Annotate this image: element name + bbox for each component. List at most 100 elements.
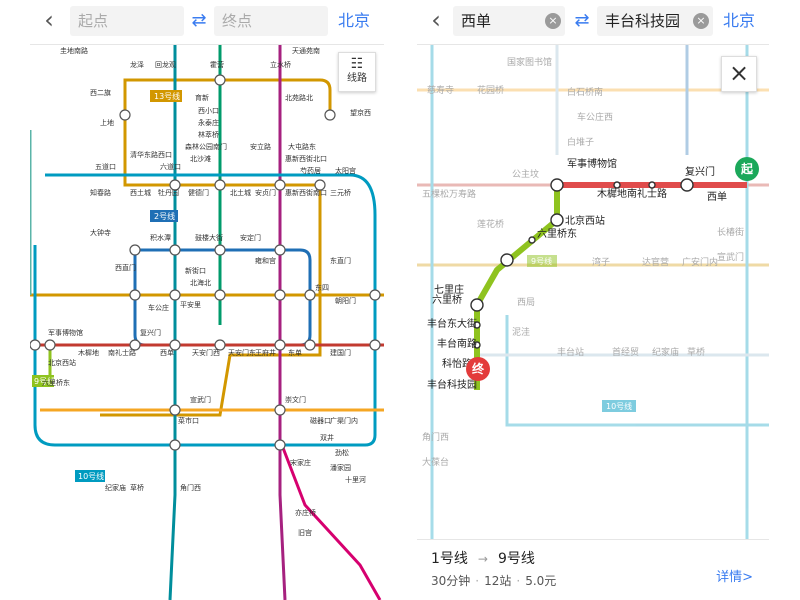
left-station-21[interactable]: 六道口 <box>160 162 181 171</box>
left-station-68[interactable]: 角门西 <box>180 483 201 492</box>
faded-station-18[interactable]: 大葆台 <box>422 456 449 468</box>
left-station-39[interactable]: 新街口 <box>185 266 206 275</box>
left-station-7[interactable]: 育新 <box>195 93 209 102</box>
destination-input[interactable]: 丰台科技园 × <box>597 6 713 36</box>
back-arrow-icon[interactable]: ‹ <box>44 6 54 34</box>
left-station-32[interactable]: 大钟寺 <box>90 228 111 237</box>
left-station-54[interactable]: 军事博物馆 <box>48 328 83 337</box>
left-station-53[interactable]: 南礼士路 <box>108 348 136 357</box>
left-station-52[interactable]: 木樨地 <box>78 348 99 357</box>
faded-station-13[interactable]: 丰台站 <box>557 346 584 358</box>
close-button[interactable]: × <box>721 56 757 92</box>
left-station-70[interactable]: 亦庄桥 <box>295 508 316 517</box>
details-link[interactable]: 详情> <box>716 570 753 585</box>
faded-station-10[interactable]: 广安门内 <box>682 256 718 268</box>
left-station-65[interactable]: 十里河 <box>345 475 366 484</box>
left-station-28[interactable]: 北土城 <box>230 188 251 197</box>
left-station-47[interactable]: 天安门西 <box>192 348 220 357</box>
faded-station-15[interactable]: 纪家庙 <box>652 346 679 358</box>
left-station-2[interactable]: 回龙观 <box>155 60 176 69</box>
left-station-5[interactable]: 天通苑南 <box>292 46 320 55</box>
left-station-40[interactable]: 车公庄 <box>148 303 169 312</box>
left-station-36[interactable]: 雍和宫 <box>255 256 276 265</box>
route-station-4[interactable]: 军事博物馆 <box>567 157 617 170</box>
route-map[interactable]: 9号线 10号线 西单复兴门南礼士路木樨地军事博物馆北京西站六里桥东六里桥七里庄… <box>417 45 769 600</box>
route-station-6[interactable]: 六里桥东 <box>537 227 577 240</box>
left-station-14[interactable]: 森林公园南门 <box>185 142 227 151</box>
left-station-10[interactable]: 上地 <box>100 118 114 127</box>
left-station-16[interactable]: 安立路 <box>250 142 271 151</box>
left-station-27[interactable]: 健德门 <box>188 188 209 197</box>
left-station-35[interactable]: 安定门 <box>240 233 261 242</box>
left-station-6[interactable]: 西二旗 <box>90 88 111 97</box>
route-station-9[interactable]: 丰台东大街 <box>427 317 477 330</box>
left-station-38[interactable]: 西直门 <box>115 263 136 272</box>
left-station-56[interactable]: 六里桥东 <box>42 378 70 387</box>
left-station-62[interactable]: 双井 <box>320 433 334 442</box>
left-station-50[interactable]: 东单 <box>288 348 302 357</box>
faded-station-9[interactable]: 达官营 <box>642 256 669 268</box>
faded-station-17[interactable]: 角门西 <box>422 431 449 443</box>
route-station-3[interactable]: 木樨地 <box>597 187 627 200</box>
left-station-0[interactable]: 圭地南路 <box>60 46 88 55</box>
clear-origin-icon[interactable]: × <box>545 13 561 29</box>
routes-button[interactable]: ☷ 线路 <box>338 52 376 92</box>
left-station-17[interactable]: 大屯路东 <box>288 142 316 151</box>
origin-input[interactable]: 西单 × <box>453 6 565 36</box>
swap-icon[interactable]: ⇄ <box>191 10 207 31</box>
left-station-31[interactable]: 三元桥 <box>330 188 351 197</box>
faded-station-7[interactable]: 莲花桥 <box>477 218 504 230</box>
faded-station-19[interactable]: 长椿街 <box>717 226 744 238</box>
route-station-0[interactable]: 西单 <box>707 191 727 203</box>
left-station-63[interactable]: 劲松 <box>335 448 349 457</box>
left-station-57[interactable]: 宣武门 <box>190 395 211 404</box>
faded-station-1[interactable]: 白石桥南 <box>567 86 603 98</box>
left-station-8[interactable]: 北苑路北 <box>285 93 313 102</box>
left-station-48[interactable]: 天安门东 <box>228 348 256 357</box>
left-station-12[interactable]: 永泰庄 <box>198 118 219 127</box>
faded-station-20[interactable]: 宣武门 <box>717 251 744 263</box>
left-station-20[interactable]: 清华东路西口 <box>130 150 172 159</box>
route-station-7[interactable]: 六里桥 <box>432 294 462 306</box>
faded-station-21[interactable]: 花园桥 <box>477 84 504 96</box>
origin-input[interactable]: 起点 <box>70 6 184 36</box>
left-station-30[interactable]: 惠新西街南口 <box>285 188 327 197</box>
route-station-12[interactable]: 丰台科技园 <box>427 378 477 391</box>
left-station-59[interactable]: 磁器口 <box>310 416 331 425</box>
left-station-1[interactable]: 龙泽 <box>130 60 144 69</box>
left-station-34[interactable]: 鼓楼大街 <box>195 233 223 242</box>
left-station-3[interactable]: 霍营 <box>210 60 224 69</box>
faded-station-6[interactable]: 五棵松 <box>422 188 449 200</box>
left-station-42[interactable]: 北海北 <box>190 278 211 287</box>
faded-station-14[interactable]: 首经贸 <box>612 346 639 358</box>
left-station-24[interactable]: 知春路 <box>90 188 111 197</box>
route-station-1[interactable]: 复兴门 <box>685 165 715 178</box>
faded-station-2[interactable]: 车公庄西 <box>577 111 613 123</box>
route-station-8[interactable]: 七里庄 <box>434 283 464 296</box>
left-station-25[interactable]: 西土城 <box>130 188 151 197</box>
faded-station-3[interactable]: 白堆子 <box>567 136 594 148</box>
city-selector[interactable]: 北京 <box>723 11 756 30</box>
faded-station-11[interactable]: 西局 <box>517 297 535 308</box>
back-arrow-icon[interactable]: ‹ <box>431 6 441 34</box>
subway-map[interactable]: 13号线 2号线 9号线 10号线 圭地南路龙泽回龙观霍营立水桥天通苑南西二旗育… <box>30 45 384 600</box>
faded-station-16[interactable]: 草桥 <box>687 346 705 358</box>
left-station-45[interactable]: 复兴门 <box>140 328 161 337</box>
left-station-26[interactable]: 牡丹园 <box>158 188 179 197</box>
left-station-33[interactable]: 积水潭 <box>150 233 171 242</box>
faded-station-5[interactable]: 万寿路 <box>449 188 476 200</box>
left-station-11[interactable]: 西小口 <box>198 106 219 115</box>
route-station-5[interactable]: 北京西站 <box>565 214 605 227</box>
left-station-49[interactable]: 王府井 <box>255 348 276 357</box>
clear-destination-icon[interactable]: × <box>693 13 709 29</box>
left-station-51[interactable]: 建国门 <box>330 348 351 357</box>
swap-icon[interactable]: ⇄ <box>574 10 590 31</box>
destination-input[interactable]: 终点 <box>214 6 328 36</box>
left-station-18[interactable]: 惠新西街北口 <box>285 154 327 163</box>
left-station-43[interactable]: 东四 <box>315 283 329 292</box>
faded-station-22[interactable]: 慈寿寺 <box>427 84 454 96</box>
city-selector[interactable]: 北京 <box>338 11 371 30</box>
left-station-69[interactable]: 宋家庄 <box>290 458 311 467</box>
left-station-19[interactable]: 五道口 <box>95 162 116 171</box>
left-station-37[interactable]: 东直门 <box>330 256 351 265</box>
